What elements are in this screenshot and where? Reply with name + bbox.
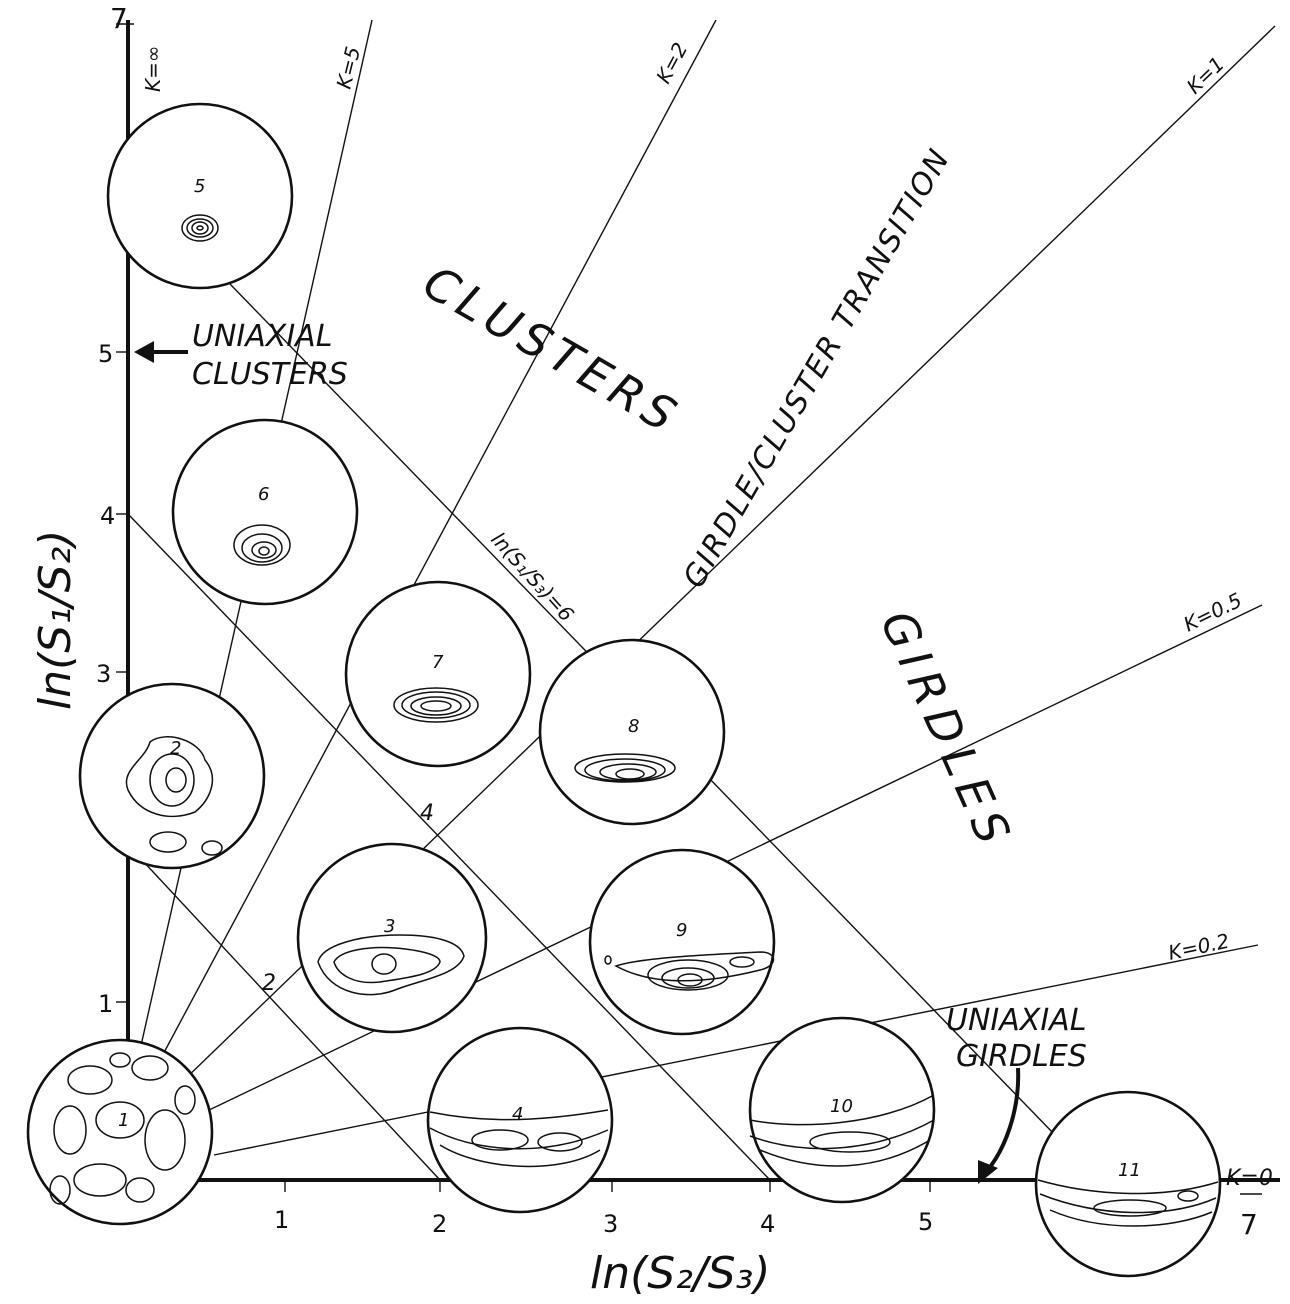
diagonal-label-4: 4: [420, 801, 434, 826]
y-tick-3: 3: [96, 660, 111, 688]
y-tick-1: 1: [98, 990, 113, 1018]
x-tick-3: 3: [603, 1210, 618, 1238]
y-tick-5: 5: [98, 340, 113, 368]
stereonet-1: 1: [26, 1038, 214, 1226]
y-tick-7: 7: [110, 2, 128, 35]
x-axis-title: ln(S₂/S₃): [590, 1248, 770, 1299]
k-label-5: K=5: [332, 44, 366, 91]
uniaxial-girdles-line1: UNIAXIAL: [946, 1003, 1086, 1038]
k-line-02: [213, 944, 1259, 1156]
stereonet-9-label: 9: [676, 920, 687, 941]
stereonet-6: 6: [171, 418, 359, 606]
k-label-2: K=2: [651, 38, 692, 87]
x-tick-5: 5: [918, 1208, 933, 1236]
stereonet-10-label: 10: [830, 1096, 853, 1117]
diagonal-label-2: 2: [262, 971, 276, 996]
x-ticks: [284, 1180, 1262, 1195]
stereonet-6-label: 6: [258, 484, 269, 505]
stereonet-9: 9: [588, 848, 776, 1036]
stereonet-5: 5: [106, 102, 294, 290]
stereonet-8: 8: [538, 638, 726, 826]
k-label-02: K=0.2: [1166, 929, 1231, 965]
stereonet-11: 11: [1034, 1090, 1222, 1278]
stereonet-4: 4: [426, 1026, 614, 1214]
k-label-inf: K=∞: [141, 45, 165, 92]
uniaxial-clusters-line1: UNIAXIAL: [192, 319, 332, 354]
transition-label: GIRDLE/CLUSTER TRANSITION: [677, 142, 958, 594]
stereonet-3: 3: [296, 842, 488, 1034]
x-tick-7: 7: [1240, 1208, 1258, 1241]
arrow-down-icon: [978, 1067, 1021, 1184]
stereonet-11-label: 11: [1118, 1160, 1141, 1181]
x-tick-1: 1: [274, 1206, 289, 1234]
y-tick-4: 4: [100, 502, 115, 530]
x-tick-4: 4: [760, 1210, 775, 1238]
clusters-region-label: CLUSTERS: [415, 255, 691, 445]
uniaxial-clusters-line2: CLUSTERS: [192, 357, 348, 392]
diagonal-4: [127, 513, 771, 1181]
arrow-left-icon: [134, 341, 188, 363]
k-label-0: K=0: [1226, 1166, 1273, 1191]
stereonet-2: 2: [78, 682, 266, 870]
stereonet-4-label: 4: [512, 1104, 523, 1125]
stereonet-5-label: 5: [194, 176, 205, 197]
y-axis-title: ln(S₁/S₂): [30, 530, 81, 710]
stereonet-8-label: 8: [628, 716, 639, 737]
stereonet-3-label: 3: [384, 916, 395, 937]
stereonet-7: 7: [344, 580, 532, 768]
diagonal-2: [127, 844, 441, 1181]
y-ticks: [116, 23, 134, 1003]
k-label-1: K=1: [1182, 52, 1229, 99]
k-line-2: [159, 19, 717, 1061]
stereonet-10: 10: [748, 1016, 936, 1204]
x-tick-2: 2: [432, 1210, 447, 1238]
stereonet-2-label: 2: [170, 738, 181, 759]
stereonet-1-label: 1: [118, 1110, 129, 1131]
stereonet-7-label: 7: [432, 652, 444, 673]
uniaxial-girdles-line2: GIRDLES: [956, 1039, 1087, 1074]
